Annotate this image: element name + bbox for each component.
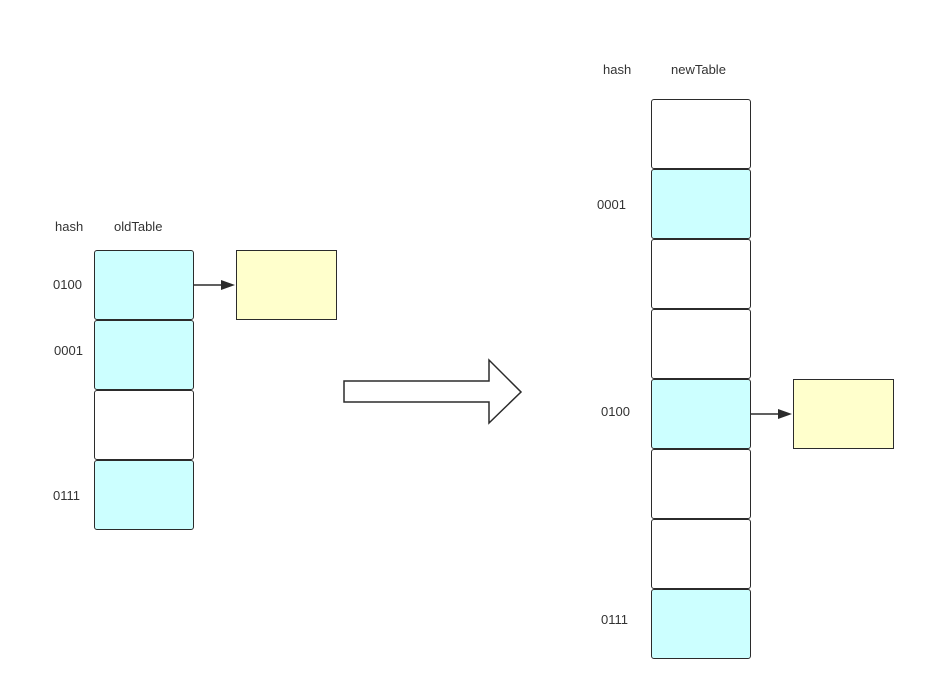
old-hash-label-0111: 0111 (53, 488, 80, 503)
old-hash-label-0001: 0001 (54, 343, 83, 358)
new-table-slot-5 (651, 449, 751, 519)
new-table-slot-0 (651, 99, 751, 169)
new-pointer-arrow (751, 409, 792, 419)
new-table-header: newTable (671, 62, 726, 77)
old-table-slot-0 (94, 250, 194, 320)
old-table-slot-2 (94, 390, 194, 460)
old-table-slot-1 (94, 320, 194, 390)
old-entry-node (236, 250, 337, 320)
new-table-slot-4 (651, 379, 751, 449)
old-table-header: oldTable (114, 219, 163, 234)
new-hash-label-0100: 0100 (601, 404, 630, 419)
new-entry-node (793, 379, 894, 449)
old-hash-header: hash (55, 219, 84, 234)
new-table-slot-6 (651, 519, 751, 589)
new-table-slot-7 (651, 589, 751, 659)
resize-block-arrow (343, 358, 523, 425)
old-hash-label-0100: 0100 (53, 277, 82, 292)
new-table-slot-1 (651, 169, 751, 239)
old-pointer-arrow (194, 280, 235, 290)
new-table-slot-2 (651, 239, 751, 309)
new-table-slot-3 (651, 309, 751, 379)
new-hash-label-0001: 0001 (597, 197, 626, 212)
old-table-slot-3 (94, 460, 194, 530)
new-hash-header: hash (603, 62, 632, 77)
new-hash-label-0111: 0111 (601, 612, 628, 627)
